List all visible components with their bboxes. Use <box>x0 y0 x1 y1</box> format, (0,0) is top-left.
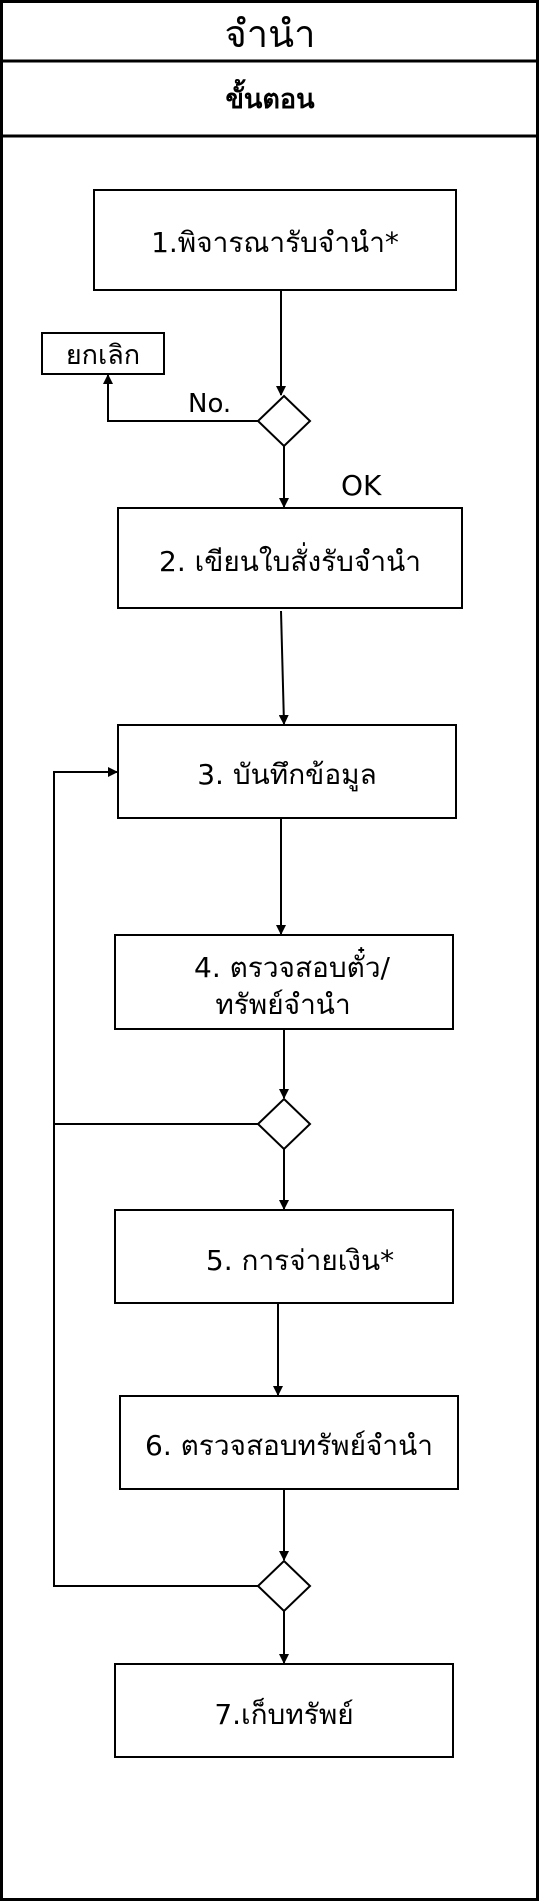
step-2-label: 2. เขียนใบสั่งรับจำนำ <box>159 542 421 578</box>
step-4-label-line2: ทรัพย์จำนำ <box>215 988 350 1021</box>
step-4-box <box>114 934 454 1030</box>
cancel-box <box>41 332 165 375</box>
step-5-label: 5. การจ่ายเงิน* <box>206 1244 394 1277</box>
connector-loop-back-to-3 <box>53 767 258 1587</box>
edge-label-ok: OK <box>341 469 382 502</box>
step-7-label: 7.เก็บทรัพย์ <box>214 1697 353 1731</box>
edge-label-no: No. <box>188 389 231 419</box>
step-6-box <box>119 1395 459 1490</box>
connector-2-to-3 <box>278 610 289 725</box>
step-7-box <box>114 1663 454 1758</box>
decision-diamond-1 <box>256 394 312 448</box>
swimlane-subtitle: ขั้นตอน <box>225 78 315 115</box>
decision-diamond-3 <box>256 1559 312 1613</box>
step-3-label: 3. บันทึกข้อมูล <box>197 758 377 792</box>
step-4-label-line1: 4. ตรวจสอบตั๋ว/ <box>194 947 391 984</box>
connector-decision-to-cancel <box>103 374 258 422</box>
cancel-label: ยกเลิก <box>66 340 140 371</box>
step-3-box <box>117 724 457 819</box>
swimlane-title: จำนำ <box>225 12 316 56</box>
step-6-label: 6. ตรวจสอบทรัพย์จำนำ <box>145 1429 433 1462</box>
step-1-box <box>93 189 457 291</box>
step-5-box <box>114 1209 454 1304</box>
decision-diamond-2 <box>256 1097 312 1151</box>
step-2-box <box>117 507 463 609</box>
step-1-label: 1.พิจารณารับจำนำ* <box>151 226 399 259</box>
